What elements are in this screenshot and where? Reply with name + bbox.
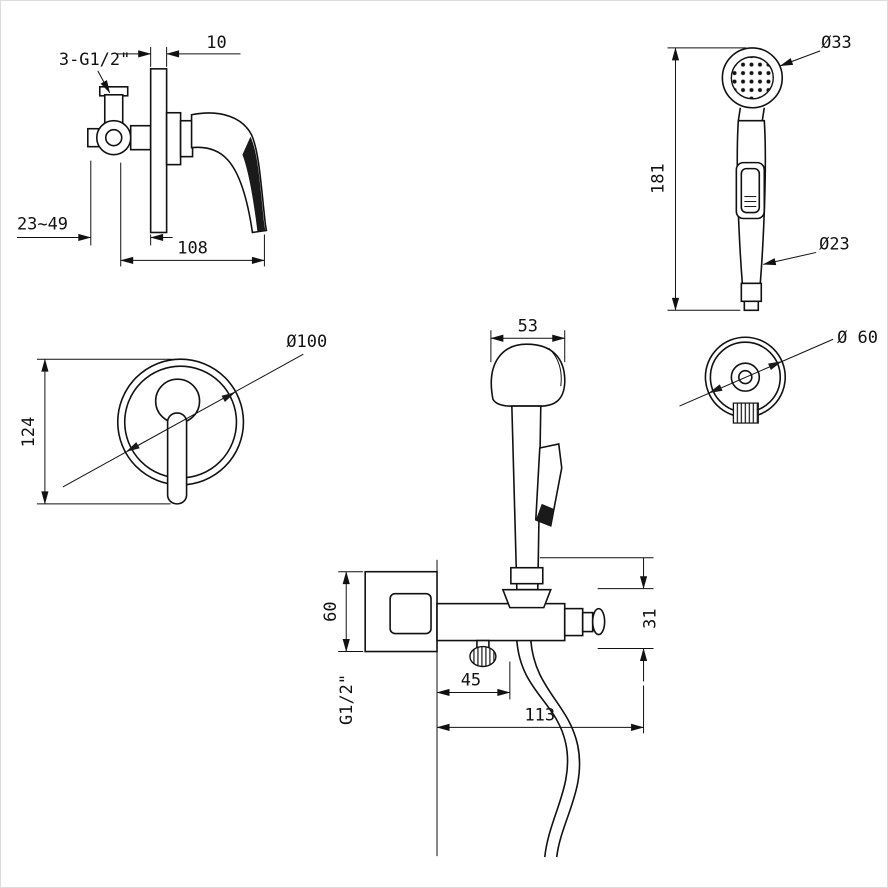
dimension-head-width: 53 bbox=[490, 315, 566, 363]
dim-thread-count-label: 3-G1/2" bbox=[59, 49, 130, 69]
bracket-plate bbox=[364, 570, 438, 653]
mixer-handle-front bbox=[154, 378, 201, 505]
outlet-knurl-nut bbox=[732, 402, 759, 424]
view-outlet-front: Ø 60 bbox=[679, 327, 878, 424]
hose-nut bbox=[510, 566, 544, 585]
dimension-outlet-diameter: Ø 60 bbox=[679, 327, 878, 407]
dim-valve-offset: 45 bbox=[461, 669, 481, 689]
dim-outlet-height: 31 bbox=[640, 608, 660, 628]
dimension-total-width: 113 bbox=[436, 685, 645, 734]
holder-cup bbox=[501, 588, 552, 609]
dimension-handle-diameter: Ø23 bbox=[762, 233, 850, 266]
dim-plate-thickness: 10 bbox=[206, 32, 226, 52]
dimension-head-diameter: Ø33 bbox=[779, 32, 852, 67]
dim-handle-diameter: Ø23 bbox=[819, 233, 850, 253]
dimension-depth-range: 23~49 bbox=[17, 160, 173, 246]
view-sprayer-side: Ø33 181 Ø23 bbox=[648, 32, 852, 312]
view-mixer-side: 10 3-G1/2" 23~49 108 bbox=[17, 32, 268, 267]
shutoff-knob bbox=[469, 639, 497, 668]
dim-depth-range: 23~49 bbox=[17, 213, 68, 233]
dim-plate-height: 124 bbox=[18, 417, 38, 448]
dimension-valve-offset: 45 bbox=[436, 661, 511, 700]
outlet-plate-front bbox=[704, 336, 787, 424]
dimension-projection: 108 bbox=[120, 162, 265, 267]
view-mixer-front: Ø100 124 bbox=[18, 331, 327, 505]
thread-callout: 3-G1/2" bbox=[59, 49, 130, 94]
dimension-sprayer-length: 181 bbox=[648, 47, 747, 311]
dim-projection: 108 bbox=[177, 237, 208, 257]
escutcheon-plate-side bbox=[149, 68, 168, 234]
sprayer-button bbox=[735, 161, 766, 220]
sprayer-head bbox=[721, 47, 784, 109]
holder-arm bbox=[436, 602, 606, 642]
sprayer-in-holder bbox=[490, 343, 566, 609]
mixer-handle-side bbox=[165, 111, 268, 234]
dimension-bracket-size: 60 bbox=[320, 571, 364, 653]
dim-head-diameter: Ø33 bbox=[821, 32, 852, 52]
dim-head-width: 53 bbox=[518, 315, 538, 335]
dim-sprayer-length: 181 bbox=[648, 163, 668, 194]
dimension-outlet-height: 31 bbox=[539, 557, 660, 682]
hose bbox=[516, 640, 581, 858]
dimension-plate-thickness: 10 bbox=[116, 32, 241, 67]
mixer-valve-body bbox=[87, 86, 152, 156]
dimension-plate-diameter: Ø100 bbox=[62, 331, 327, 488]
dim-plate-diameter: Ø100 bbox=[286, 331, 327, 351]
dim-bracket-size: 60 bbox=[320, 601, 340, 621]
dim-outlet-diameter: Ø 60 bbox=[837, 327, 878, 347]
view-assembly-front: 53 60 G1/2" 31 45 113 bbox=[320, 315, 660, 858]
dimension-plate-height: 124 bbox=[18, 358, 173, 505]
thread-size-label: G1/2" bbox=[336, 674, 356, 725]
dim-total-width: 113 bbox=[524, 704, 555, 724]
sprayer-knurl bbox=[740, 282, 763, 303]
